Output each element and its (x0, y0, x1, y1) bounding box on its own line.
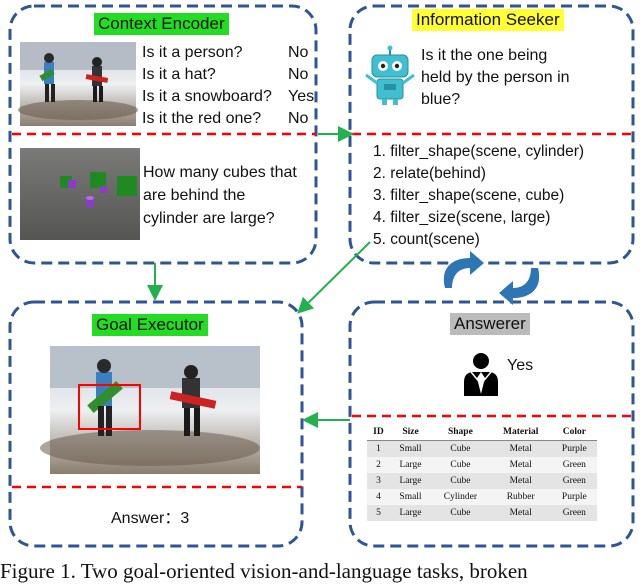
program-step-5: 5. count(scene) (373, 231, 480, 248)
goal-executor-photo (40, 346, 260, 474)
target-bounding-box (78, 384, 141, 430)
table-cell: Small (389, 489, 432, 505)
table-cell: 2 (367, 457, 390, 473)
table-row: 1 Small Cube Metal Purple (367, 440, 597, 457)
program-step-3: 3. filter_shape(scene, cube) (373, 187, 565, 204)
clevr-scene-thumbnail (20, 148, 140, 240)
person-icon (464, 353, 498, 396)
qa-question-1: Is it a person? (142, 44, 243, 61)
table-cell: Metal (489, 505, 552, 521)
program-step-2: 2. relate(behind) (373, 165, 486, 182)
table-cell: Purple (551, 440, 597, 457)
information-seeker-panel (348, 4, 635, 265)
table-cell: Cube (431, 473, 490, 489)
table-cell: Small (389, 440, 432, 457)
table-header-cell: Size (389, 424, 432, 441)
seeker-question-line-1: Is it the one being (421, 47, 548, 64)
clevr-question-line-2: are behind the (143, 187, 246, 204)
qa-answer-1: No (288, 44, 309, 61)
table-row: 4 Small Cylinder Rubber Purple (367, 489, 597, 505)
table-cell: Large (389, 473, 432, 489)
table-header-cell: Color (551, 424, 597, 441)
table-cell: Green (551, 505, 597, 521)
cycle-arrows-icon (443, 251, 540, 305)
table-cell: 3 (367, 473, 390, 489)
qa-answer-2: No (288, 66, 309, 83)
table-cell: Purple (551, 489, 597, 505)
qa-question-4: Is it the red one? (142, 110, 262, 127)
table-row: 2 Large Cube Metal Green (367, 457, 597, 473)
table-header-row: ID Size Shape Material Color (367, 424, 597, 441)
table-row: 5 Large Cube Metal Green (367, 505, 597, 521)
table-cell: Large (389, 457, 432, 473)
seeker-question-line-3: blue? (421, 91, 461, 108)
qa-answer-3: Yes (288, 88, 315, 105)
table-cell: 5 (367, 505, 390, 521)
answerer-answer: Yes (507, 357, 534, 374)
table-cell: Green (551, 457, 597, 473)
table-cell: Metal (489, 473, 552, 489)
table-header-cell: Material (489, 424, 552, 441)
object-attribute-table: ID Size Shape Material Color 1 Small Cub… (367, 424, 597, 521)
figure-caption: Figure 1. Two goal-oriented vision-and-l… (0, 559, 528, 583)
table-cell: Cube (431, 505, 490, 521)
table-cell: Metal (489, 440, 552, 457)
clevr-question-line-3: cylinder are large? (143, 210, 275, 227)
goal-executor-title: Goal Executor (92, 314, 208, 336)
table-cell: Metal (489, 457, 552, 473)
table-cell: Large (389, 505, 432, 521)
snowboard-photo-thumbnail (18, 42, 138, 126)
robot-icon (365, 45, 415, 105)
qa-question-3: Is it a snowboard? (142, 88, 272, 105)
clevr-question-line-1: How many cubes that (143, 164, 297, 181)
table-header-cell: ID (367, 424, 390, 441)
table-cell: Rubber (489, 489, 552, 505)
context-encoder-title: Context Encoder (94, 13, 229, 35)
table-cell: Cylinder (431, 489, 490, 505)
information-seeker-title: Information Seeker (412, 9, 564, 31)
table-row: 3 Large Cube Metal Green (367, 473, 597, 489)
table-cell: Cube (431, 457, 490, 473)
seeker-question-line-2: held by the person in (421, 69, 570, 86)
answerer-title: Answerer (450, 313, 530, 335)
program-step-1: 1. filter_shape(scene, cylinder) (373, 143, 585, 160)
table-cell: 4 (367, 489, 390, 505)
goal-executor-answer: Answer：3 (111, 510, 190, 527)
arrow-seeker-to-executor (297, 241, 371, 314)
table-cell: Cube (431, 440, 490, 457)
answerer-panel (348, 300, 635, 548)
table-header-cell: Shape (431, 424, 490, 441)
table-cell: Green (551, 473, 597, 489)
table-cell: 1 (367, 440, 390, 457)
qa-answer-4: No (288, 110, 309, 127)
qa-question-2: Is it a hat? (142, 66, 216, 83)
program-step-4: 4. filter_size(scene, large) (373, 209, 551, 226)
